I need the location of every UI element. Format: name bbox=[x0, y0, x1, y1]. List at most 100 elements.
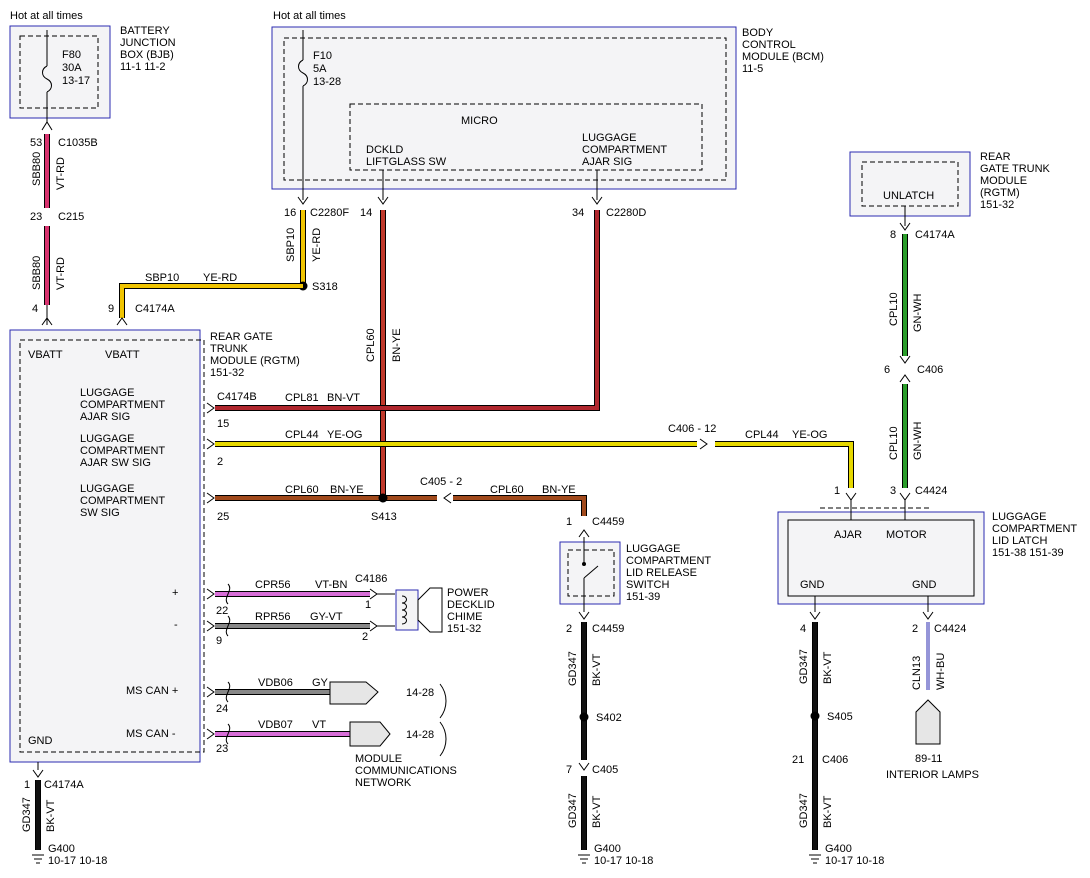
svg-text:C4174A: C4174A bbox=[44, 779, 84, 791]
lid-latch-box bbox=[777, 511, 985, 605]
svg-text:CPL10: CPL10 bbox=[888, 426, 900, 460]
svg-text:GD347: GD347 bbox=[21, 797, 33, 832]
svg-text:SBB80: SBB80 bbox=[31, 152, 43, 186]
svg-text:G400: G400 bbox=[825, 843, 852, 855]
svg-text:BK-VT: BK-VT bbox=[591, 653, 603, 686]
svg-text:DECKLID: DECKLID bbox=[447, 599, 495, 611]
svg-text:10-17 10-18: 10-17 10-18 bbox=[594, 855, 653, 867]
svg-text:-: - bbox=[174, 619, 178, 631]
svg-text:GN-WH: GN-WH bbox=[912, 421, 924, 460]
svg-text:C4459: C4459 bbox=[592, 516, 624, 528]
svg-text:13-17: 13-17 bbox=[62, 75, 90, 87]
chime-label: POWER bbox=[447, 587, 489, 599]
svg-text:YE-OG: YE-OG bbox=[327, 429, 362, 441]
svg-text:8: 8 bbox=[890, 229, 896, 241]
hot-at-all-times-left: Hot at all times bbox=[10, 10, 83, 22]
svg-text:YE-RD: YE-RD bbox=[311, 228, 323, 262]
f10-fuse-icon bbox=[298, 59, 308, 87]
svg-text:C4424: C4424 bbox=[934, 623, 966, 635]
lid-release-switch-label: LUGGAGE bbox=[626, 543, 680, 555]
svg-text:2: 2 bbox=[566, 623, 572, 635]
svg-text:C4459: C4459 bbox=[592, 623, 624, 635]
svg-text:LUGGAGE: LUGGAGE bbox=[80, 433, 134, 445]
rgtm-right-label: REAR bbox=[980, 151, 1011, 163]
bracket-icon bbox=[439, 683, 447, 757]
svg-text:GND: GND bbox=[28, 735, 53, 747]
hot-at-all-times-bcm: Hot at all times bbox=[273, 10, 346, 22]
svg-text:6: 6 bbox=[884, 364, 890, 376]
svg-text:VT-BN: VT-BN bbox=[315, 579, 347, 591]
chime-coil-icon bbox=[401, 595, 407, 625]
twisted-pair-icon bbox=[225, 583, 231, 637]
svg-text:2: 2 bbox=[217, 456, 223, 468]
lid-latch-label: LUGGAGE bbox=[992, 511, 1046, 523]
f80-label: F80 bbox=[62, 49, 81, 61]
svg-text:AJAR: AJAR bbox=[834, 529, 862, 541]
svg-text:4: 4 bbox=[800, 623, 806, 635]
svg-text:BK-VT: BK-VT bbox=[45, 799, 57, 832]
svg-text:1: 1 bbox=[566, 516, 572, 528]
svg-text:MODULE: MODULE bbox=[980, 175, 1027, 187]
svg-text:MOTOR: MOTOR bbox=[886, 529, 927, 541]
svg-text:GD347: GD347 bbox=[798, 649, 810, 684]
svg-text:BN-YE: BN-YE bbox=[391, 328, 403, 362]
svg-text:SBP10: SBP10 bbox=[145, 272, 179, 284]
cpl60-wire-right bbox=[453, 496, 586, 516]
svg-text:GD347: GD347 bbox=[798, 793, 810, 828]
svg-text:LUGGAGE: LUGGAGE bbox=[80, 387, 134, 399]
svg-text:MS CAN +: MS CAN + bbox=[126, 685, 178, 697]
svg-text:UNLATCH: UNLATCH bbox=[883, 190, 934, 202]
svg-text:24: 24 bbox=[216, 703, 228, 715]
micro-box bbox=[349, 103, 703, 171]
svg-text:YE-RD: YE-RD bbox=[203, 272, 237, 284]
cpl81-wire bbox=[215, 210, 599, 410]
svg-text:TRUNK: TRUNK bbox=[210, 343, 249, 355]
svg-text:13-28: 13-28 bbox=[313, 76, 341, 88]
svg-text:11-1 11-2: 11-1 11-2 bbox=[120, 61, 165, 73]
svg-text:1: 1 bbox=[24, 779, 30, 791]
svg-text:1: 1 bbox=[834, 485, 840, 497]
rgtm-right-box bbox=[849, 151, 971, 217]
svg-text:COMPARTMENT: COMPARTMENT bbox=[80, 399, 165, 411]
svg-text:MS CAN -: MS CAN - bbox=[126, 728, 176, 740]
svg-text:AJAR SIG: AJAR SIG bbox=[582, 156, 632, 168]
bcm-label: BODY bbox=[742, 27, 774, 39]
svg-text:151-38 151-39: 151-38 151-39 bbox=[992, 547, 1064, 559]
svg-text:VT-RD: VT-RD bbox=[55, 257, 67, 290]
bcm-box bbox=[271, 26, 737, 190]
svg-text:GY-VT: GY-VT bbox=[310, 611, 343, 623]
ground-icon-release bbox=[578, 854, 590, 864]
svg-text:BK-VT: BK-VT bbox=[822, 651, 834, 684]
svg-text:15: 15 bbox=[217, 418, 229, 430]
speaker-icon bbox=[417, 587, 443, 633]
svg-text:16: 16 bbox=[284, 207, 296, 219]
svg-text:G400: G400 bbox=[48, 843, 75, 855]
svg-text:10-17 10-18: 10-17 10-18 bbox=[825, 855, 884, 867]
svg-text:151-32: 151-32 bbox=[447, 623, 481, 635]
svg-text:MODULE (RGTM): MODULE (RGTM) bbox=[210, 355, 300, 367]
svg-text:1: 1 bbox=[365, 599, 371, 611]
svg-text:C4174A: C4174A bbox=[135, 303, 175, 315]
svg-text:2: 2 bbox=[362, 631, 368, 643]
svg-text:BN-YE: BN-YE bbox=[330, 484, 364, 496]
svg-text:BOX (BJB): BOX (BJB) bbox=[120, 49, 174, 61]
svg-text:G400: G400 bbox=[594, 843, 621, 855]
svg-text:(RGTM): (RGTM) bbox=[980, 187, 1020, 199]
svg-text:2: 2 bbox=[912, 623, 918, 635]
ground-icon-latch bbox=[809, 854, 821, 864]
svg-text:BK-VT: BK-VT bbox=[591, 795, 603, 828]
f80-fuse-icon bbox=[42, 65, 52, 93]
svg-text:COMPARTMENT: COMPARTMENT bbox=[626, 555, 711, 567]
svg-text:S402: S402 bbox=[596, 712, 622, 724]
svg-text:14-28: 14-28 bbox=[406, 687, 434, 699]
chime-box bbox=[395, 589, 419, 631]
s405-splice bbox=[810, 711, 820, 721]
svg-text:C4186: C4186 bbox=[355, 573, 387, 585]
svg-text:VDB06: VDB06 bbox=[258, 677, 293, 689]
rgtm-main-box bbox=[9, 329, 201, 763]
svg-text:151-32: 151-32 bbox=[210, 367, 244, 379]
svg-text:LIFTGLASS SW: LIFTGLASS SW bbox=[366, 156, 447, 168]
svg-text:10-17 10-18: 10-17 10-18 bbox=[48, 855, 107, 867]
svg-text:89-11: 89-11 bbox=[915, 753, 942, 765]
